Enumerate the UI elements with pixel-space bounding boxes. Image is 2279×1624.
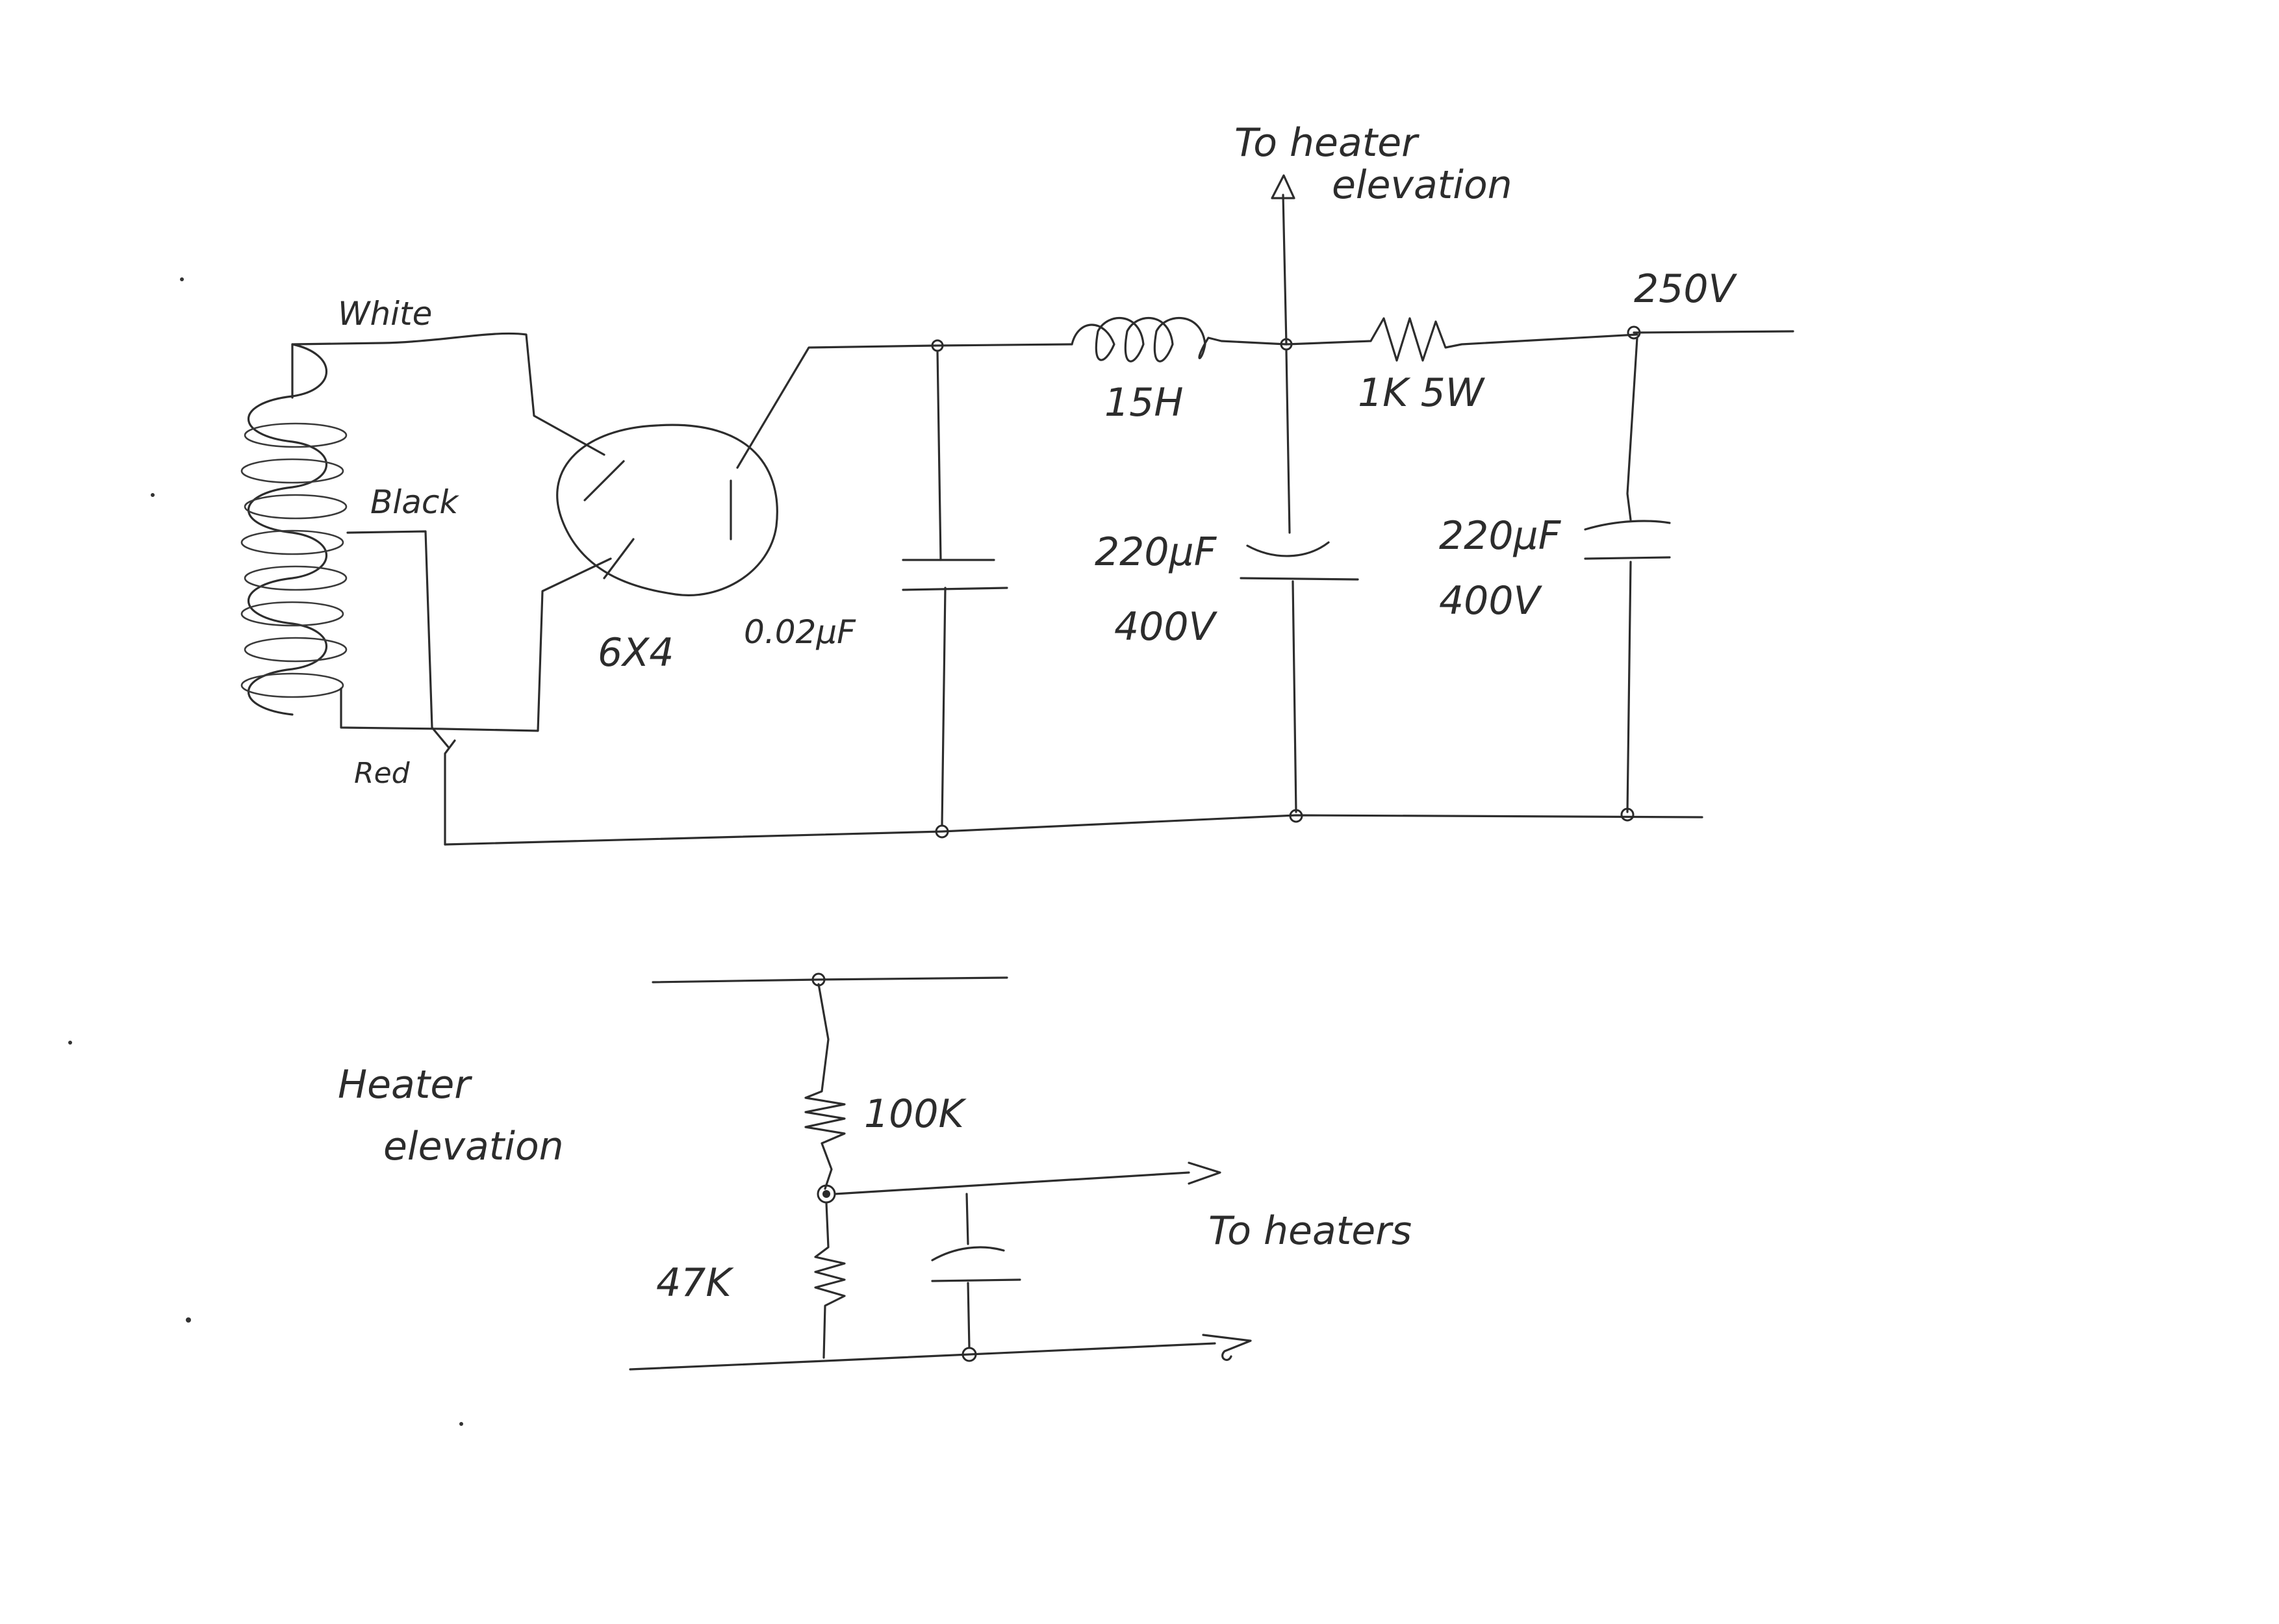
- heater-elevation-title-line1: Heater: [338, 1062, 472, 1108]
- white-lead-wire: [291, 332, 605, 456]
- up-arrow-icon: [1271, 174, 1295, 199]
- label-cap1-voltage: 400V: [1114, 604, 1218, 650]
- capacitor-220uf-2-symbol: [1584, 336, 1671, 813]
- ground-rail-wire: [444, 814, 1703, 846]
- label-cap2-value: 220µF: [1439, 513, 1562, 559]
- label-to-heaters: To heaters: [1208, 1208, 1412, 1254]
- output-250v-wire: [1633, 330, 1794, 334]
- label-cap-0.02uf: 0.02µF: [744, 613, 856, 651]
- resistor-47k-symbol: [814, 1202, 846, 1359]
- paper-speck: [180, 277, 184, 281]
- to-heaters-wire: [834, 1171, 1190, 1195]
- rectifier-output-wire: [736, 344, 937, 469]
- paper-speck: [68, 1041, 72, 1045]
- heater-top-rail-wire: [652, 976, 1008, 983]
- black-lead-wire: [346, 530, 450, 748]
- center-tap-ground-wire: [444, 739, 456, 846]
- node-dot: [935, 824, 949, 839]
- node-dot: [961, 1347, 977, 1362]
- power-supply-schematic: White Black Red 6X4 0.02µF 15H 1K 5W 220…: [240, 120, 1794, 846]
- heater-elevation-feed-wire: [1282, 194, 1288, 346]
- capacitor-0.02uf-symbol: [902, 349, 1008, 826]
- label-cap2-voltage: 400V: [1439, 578, 1543, 624]
- top-rail-wire-1: [934, 343, 1073, 347]
- heater-bottom-rail-wire: [629, 1342, 1216, 1371]
- resistor-1k-5w-symbol: [1285, 317, 1638, 362]
- label-to-heater-line1: To heater: [1234, 120, 1420, 166]
- resistor-100k-symbol: [804, 983, 846, 1190]
- rectifier-tube-6x4: [556, 424, 778, 596]
- right-arrow-icon: [1188, 1161, 1221, 1185]
- paper-speck: [151, 493, 155, 497]
- label-resistor-1k-5w: 1K 5W: [1358, 370, 1486, 416]
- capacitor-220uf-1-symbol: [1240, 349, 1359, 813]
- node-dot: [1289, 809, 1303, 823]
- heater-elevation-title-line2: elevation: [383, 1124, 564, 1169]
- heater-elevation-schematic: Heater elevation 100K 47K To heaters: [338, 972, 1412, 1371]
- label-red: Red: [354, 757, 411, 790]
- label-output-250v: 250V: [1634, 266, 1738, 312]
- label-tube-6x4: 6X4: [598, 630, 674, 676]
- label-choke-15h: 15H: [1104, 380, 1183, 425]
- label-white: White: [338, 295, 432, 333]
- paper-speck: [459, 1422, 463, 1426]
- red-lead-wire: [340, 557, 612, 732]
- right-arrow-icon: [1202, 1334, 1252, 1361]
- label-cap1-value: 220µF: [1095, 529, 1217, 575]
- heater-capacitor-symbol: [931, 1193, 1021, 1349]
- label-to-heater-line2: elevation: [1332, 162, 1512, 208]
- label-black: Black: [370, 483, 459, 521]
- label-resistor-47k: 47K: [656, 1260, 734, 1306]
- choke-15h-symbol: [1071, 316, 1288, 362]
- node-dot: [1620, 807, 1635, 822]
- label-resistor-100k: 100K: [864, 1091, 967, 1137]
- heater-midpoint-node-center: [822, 1190, 830, 1198]
- transformer-coil-symbol: [240, 343, 348, 716]
- paper-speck: [186, 1317, 191, 1323]
